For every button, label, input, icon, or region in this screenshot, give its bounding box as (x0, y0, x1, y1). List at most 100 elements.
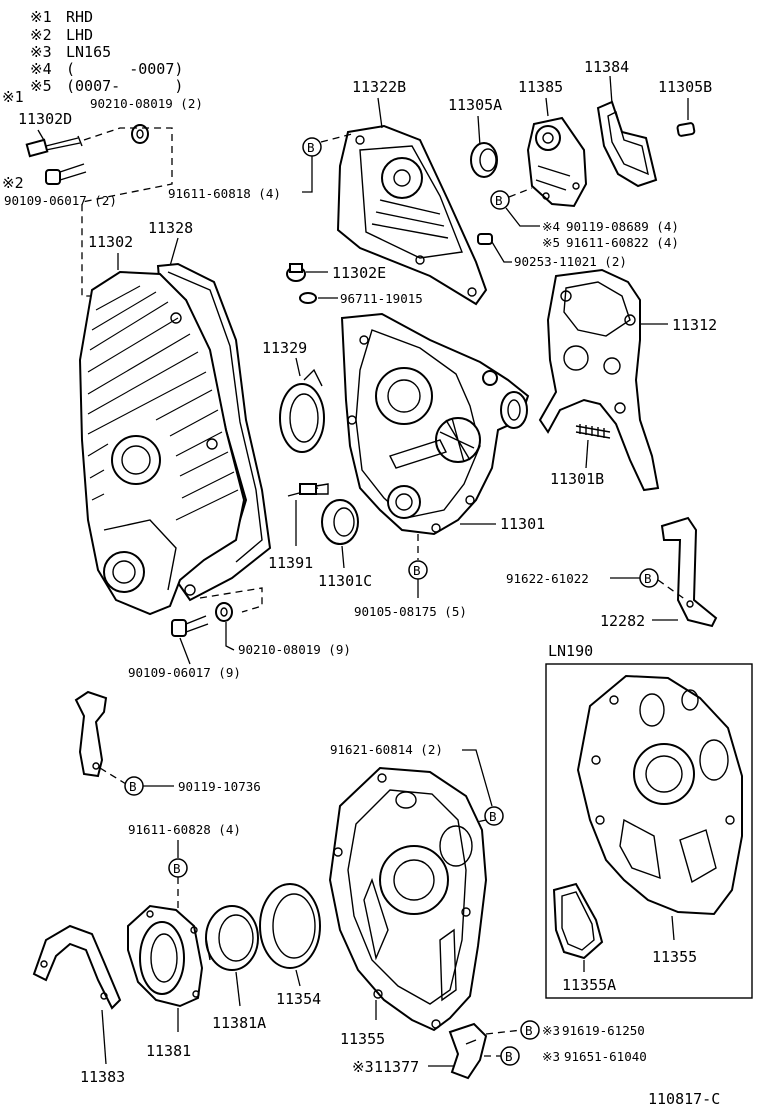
seal-11381a (205, 905, 259, 971)
legend-mark-2: ※2 (30, 26, 52, 44)
marker-lhd: ※2 (2, 174, 24, 192)
bracket-11377 (448, 1022, 488, 1080)
svg-text:B: B (505, 1049, 513, 1064)
marker-3-b: ※3 (542, 1049, 560, 1064)
stud-11302d (25, 129, 83, 158)
b-marker-3: B (408, 560, 428, 580)
label-90109-06017-2: 90109-06017 (2) (4, 193, 117, 208)
legend-text-2: LHD (66, 26, 93, 44)
inset-title: LN190 (548, 642, 593, 660)
legend-mark-5: ※5 (30, 77, 52, 95)
label-11355: 11355 (340, 1030, 385, 1048)
gasket-11312 (538, 268, 660, 492)
gasket-96711 (299, 292, 317, 304)
bracket-small-left (74, 690, 108, 778)
bolt-90109-bottom (171, 615, 209, 637)
dash-guide-1 (81, 127, 173, 297)
dowel-90253 (477, 233, 493, 245)
svg-text:B: B (413, 563, 421, 578)
end-plate-11355 (328, 766, 488, 1032)
label-11355-inset: 11355 (652, 948, 697, 966)
bolt-90109-top (45, 163, 87, 185)
bolt-group-top-left: ※1 90210-08019 (2) 11302D ※2 90109-06017… (2, 88, 203, 297)
label-91611-60828: 91611-60828 (4) (128, 822, 241, 837)
label-11383: 11383 (80, 1068, 125, 1086)
case-11301 (340, 312, 530, 536)
label-11384: 11384 (584, 58, 629, 76)
washer-90210-top (131, 124, 149, 144)
b-marker-8: B (520, 1020, 540, 1040)
marker-5: ※5 (542, 235, 560, 250)
label-11381a: 11381A (212, 1014, 266, 1032)
label-91611-60818: 91611-60818 (4) (168, 186, 281, 201)
svg-text:B: B (644, 571, 652, 586)
svg-text:B: B (525, 1023, 533, 1038)
label-91622-61022: 91622-61022 (506, 571, 589, 586)
label-11329: 11329 (262, 339, 307, 357)
label-11301c: 11301C (318, 572, 372, 590)
legend-mark-3: ※3 (30, 43, 52, 61)
label-11301b: 11301B (550, 470, 604, 488)
label-11322b: 11322B (352, 78, 406, 96)
label-90119-10736: 90119-10736 (178, 779, 261, 794)
b-marker-9: B (500, 1046, 520, 1066)
marker-4: ※4 (542, 219, 560, 234)
label-12282: 12282 (600, 612, 645, 630)
label-11381: 11381 (146, 1042, 191, 1060)
retainer-11381 (127, 904, 204, 1008)
label-90210-08019-2: 90210-08019 (2) (90, 96, 203, 111)
gasket-11329 (279, 368, 325, 453)
label-11354: 11354 (276, 990, 321, 1008)
legend-mark-4: ※4 (30, 60, 52, 78)
label-11302: 11302 (88, 233, 133, 251)
legend-text-4: ( -0007) (66, 60, 183, 78)
pin-11391 (287, 483, 329, 497)
cover-11383 (32, 924, 122, 1010)
washer-90210-bottom (215, 602, 233, 622)
b-marker-2: B (490, 190, 510, 210)
marker-3-a: ※3 (542, 1023, 560, 1038)
seal-11305a (470, 142, 498, 178)
marker-rhd: ※1 (2, 88, 24, 106)
svg-text:B: B (173, 861, 181, 876)
label-11302e: 11302E (332, 264, 386, 282)
gasket-11384 (596, 100, 658, 188)
b-marker-1: B (302, 137, 322, 157)
end-plate-11355-inset (576, 674, 743, 916)
label-11355a: 11355A (562, 976, 616, 994)
label-11305a: 11305A (448, 96, 502, 114)
svg-text:B: B (307, 140, 315, 155)
label-91611-60822: 91611-60822 (4) (566, 235, 679, 250)
b-marker-7: B (168, 858, 188, 878)
b-marker-5: B (124, 776, 144, 796)
label-91651-61040: 91651-61040 (564, 1049, 647, 1064)
label-11301: 11301 (500, 515, 545, 533)
housing-11385 (526, 116, 588, 208)
label-91619-61250: 91619-61250 (562, 1023, 645, 1038)
gasket-11355a (552, 882, 604, 960)
label-90109-06017-9: 90109-06017 (9) (128, 665, 241, 680)
plug-11302e (286, 263, 306, 282)
legend-text-1: RHD (66, 8, 93, 26)
label-11328: 11328 (148, 219, 193, 237)
label-90119-08689: 90119-08689 (4) (566, 219, 679, 234)
stud-11301b (575, 424, 611, 439)
label-91621-60814: 91621-60814 (2) (330, 742, 443, 757)
dowel-11305b (676, 122, 696, 137)
marker-3-c: ※3 (352, 1058, 374, 1076)
label-11385: 11385 (518, 78, 563, 96)
legend-text-3: LN165 (66, 43, 111, 61)
legend: ※1 RHD ※2 LHD ※3 LN165 ※4 ( -0007) ※5 (0… (30, 8, 183, 95)
diagram-id: 110817-C (648, 1090, 720, 1108)
label-11377: 11377 (374, 1058, 419, 1076)
svg-text:B: B (495, 193, 503, 208)
label-90253-11021: 90253-11021 (2) (514, 254, 627, 269)
b-marker-4: B (639, 568, 659, 588)
seal-11354 (259, 883, 321, 969)
label-11312: 11312 (672, 316, 717, 334)
label-96711-19015: 96711-19015 (340, 291, 423, 306)
label-11302d: 11302D (18, 110, 72, 128)
cover-11302 (78, 270, 246, 616)
seal-11301c (321, 499, 359, 545)
